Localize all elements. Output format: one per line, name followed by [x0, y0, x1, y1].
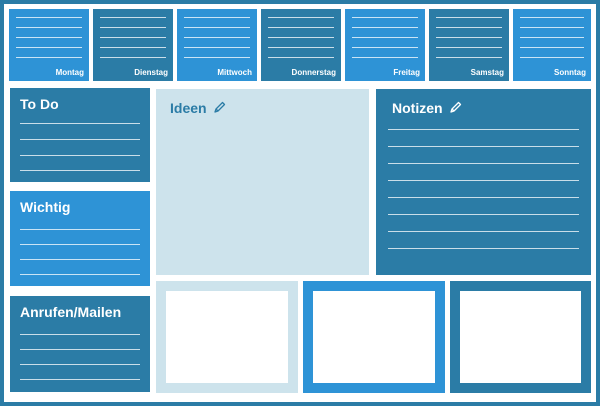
- frame-inner: [460, 291, 581, 383]
- todo-heading: To Do: [20, 96, 59, 112]
- day-card-donnerstag[interactable]: Donnerstag: [261, 9, 341, 81]
- notizen-heading-wrap: Notizen: [392, 100, 462, 117]
- day-card-montag[interactable]: Montag: [9, 9, 89, 81]
- day-card-mittwoch[interactable]: Mittwoch: [177, 9, 257, 81]
- frame-dark[interactable]: [450, 281, 591, 393]
- frame-bright[interactable]: [303, 281, 445, 393]
- frame-pale[interactable]: [156, 281, 298, 393]
- day-label: Samstag: [470, 68, 504, 77]
- frame-inner: [166, 291, 288, 383]
- day-label: Dienstag: [134, 68, 168, 77]
- day-card-samstag[interactable]: Samstag: [429, 9, 509, 81]
- frame-inner: [313, 291, 435, 383]
- notizen-panel[interactable]: Notizen: [376, 89, 591, 275]
- ideen-panel[interactable]: Ideen: [156, 89, 369, 275]
- todo-panel[interactable]: To Do: [10, 88, 150, 182]
- pen-icon: [449, 101, 462, 117]
- day-label: Donnerstag: [291, 68, 336, 77]
- day-card-dienstag[interactable]: Dienstag: [93, 9, 173, 81]
- day-card-sonntag[interactable]: Sonntag: [513, 9, 591, 81]
- wichtig-panel[interactable]: Wichtig: [10, 191, 150, 286]
- day-label: Montag: [55, 68, 84, 77]
- day-label: Freitag: [393, 68, 420, 77]
- anrufen-panel[interactable]: Anrufen/Mailen: [10, 296, 150, 392]
- wichtig-heading: Wichtig: [20, 199, 71, 215]
- pen-icon: [213, 101, 226, 117]
- day-label: Mittwoch: [217, 68, 252, 77]
- notizen-heading: Notizen: [392, 100, 443, 116]
- ideen-heading-wrap: Ideen: [170, 100, 226, 117]
- day-label: Sonntag: [554, 68, 586, 77]
- ideen-heading: Ideen: [170, 100, 207, 116]
- anrufen-heading: Anrufen/Mailen: [20, 304, 122, 320]
- day-card-freitag[interactable]: Freitag: [345, 9, 425, 81]
